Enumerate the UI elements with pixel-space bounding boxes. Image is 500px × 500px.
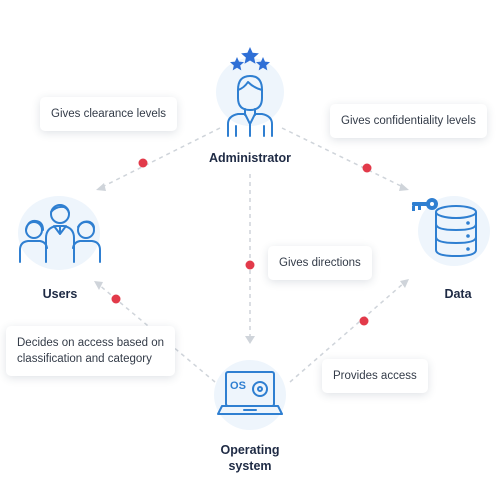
users-label: Users <box>42 287 78 301</box>
key-icon <box>412 198 438 211</box>
callout-provides: Provides access <box>322 359 428 393</box>
os-screen-text: OS <box>230 380 246 392</box>
callout-confidentiality: Gives confidentiality levels <box>330 104 487 138</box>
stars-icon <box>230 47 270 71</box>
arrowhead-os <box>245 336 255 344</box>
administrator-label: Administrator <box>209 151 291 165</box>
arrowhead-data-from-os <box>400 279 409 288</box>
callout-decides-line2: classification and category <box>17 353 152 365</box>
callout-decides: Decides on access based on classificatio… <box>6 326 176 376</box>
computer-icon <box>217 371 283 415</box>
database-icon <box>412 198 477 257</box>
callout-decides-line1: Decides on access based on <box>17 337 165 349</box>
callout-clearance: Gives clearance levels <box>40 97 178 131</box>
users-icon <box>19 204 101 263</box>
red-dot-decides <box>111 294 121 304</box>
arrowhead-users <box>96 183 106 191</box>
connector-admin-users <box>99 127 221 189</box>
os-label-line1: Operating <box>220 443 280 457</box>
red-dot-directions <box>245 260 255 270</box>
administrator-blob <box>216 58 284 126</box>
red-dot-clearance <box>138 158 148 168</box>
data-label: Data <box>444 287 472 301</box>
callout-directions: Gives directions <box>268 246 372 280</box>
arrowhead-users-from-os <box>94 281 103 290</box>
red-dot-provides <box>359 316 369 326</box>
administrator-icon <box>227 47 273 137</box>
red-dot-confidentiality <box>362 163 372 173</box>
disc-icon <box>252 381 268 397</box>
connector-os-users <box>97 283 216 383</box>
connector-os-data <box>289 281 406 383</box>
arrowhead-data <box>399 183 409 191</box>
os-label-line2: system <box>228 459 272 473</box>
connector-admin-data <box>281 127 406 189</box>
os-label: Operating system <box>190 442 310 474</box>
